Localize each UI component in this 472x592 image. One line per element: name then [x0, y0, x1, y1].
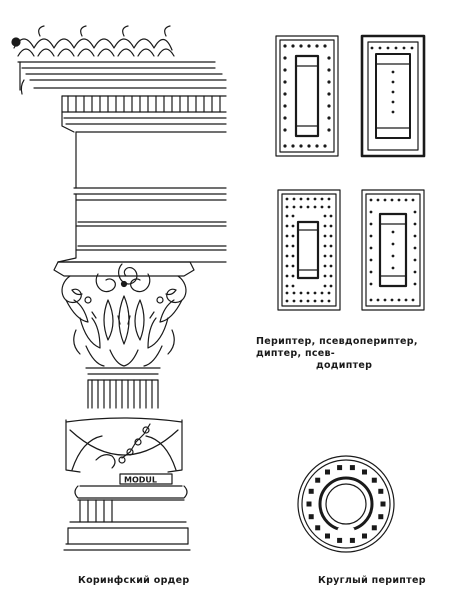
plan-pseudoperipteros	[360, 34, 426, 158]
round-column	[362, 533, 367, 539]
plan-peripteros	[275, 35, 339, 157]
round-column	[308, 488, 314, 494]
plans-caption: Периптер, псевдопериптер, диптер, псев- …	[256, 336, 466, 372]
round-column	[378, 488, 384, 494]
modul-label: MODUL	[124, 476, 157, 485]
cornice	[11, 25, 227, 133]
round-column	[315, 477, 321, 483]
round-peripteros-columns	[306, 465, 386, 543]
plans-caption-line1: Периптер, псевдопериптер, диптер, псев-	[256, 336, 418, 359]
frieze-architrave	[57, 131, 227, 263]
round-column	[349, 537, 355, 543]
round-column	[371, 477, 377, 483]
corinthian-order-caption: Коринфский ордер	[78, 575, 190, 586]
plan-pseudodipteros	[361, 189, 425, 311]
round-column	[349, 465, 355, 471]
column-base-pedestal	[63, 417, 191, 551]
round-column	[380, 501, 386, 507]
round-column	[325, 533, 330, 539]
round-column	[315, 525, 321, 531]
round-column	[325, 469, 330, 475]
plan-round-peripteros	[297, 455, 395, 553]
round-column	[371, 525, 377, 531]
round-column	[337, 537, 343, 543]
plans-caption-line2: додиптер	[316, 360, 373, 371]
column-capital	[53, 261, 195, 409]
plan-dipteros	[277, 189, 341, 311]
round-column	[306, 501, 312, 507]
round-column	[308, 514, 314, 520]
round-peripteros-caption: Круглый периптер	[318, 575, 426, 586]
round-column	[362, 469, 367, 475]
round-column	[378, 514, 384, 520]
round-column	[337, 465, 343, 471]
